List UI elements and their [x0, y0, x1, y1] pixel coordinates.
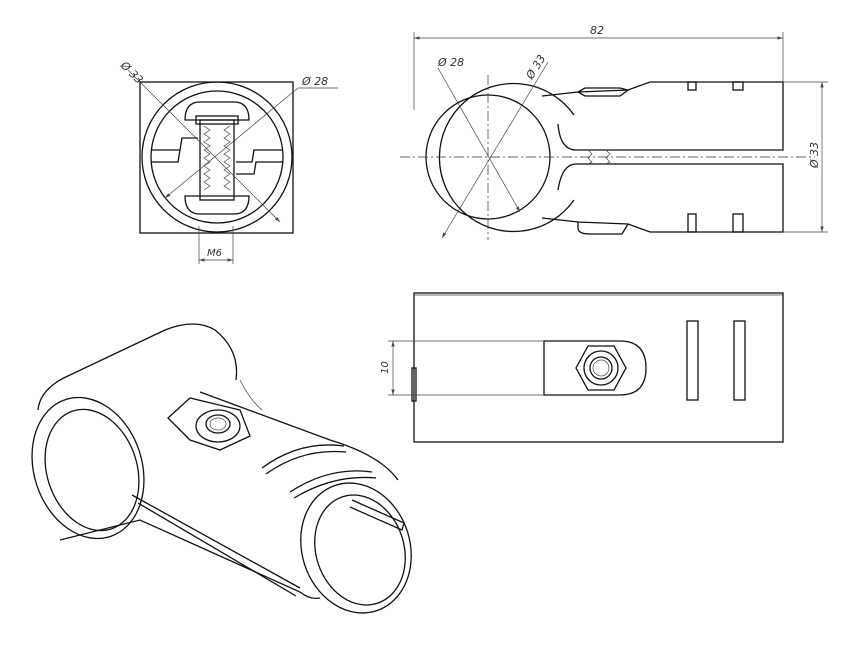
- iso-seam: [239, 379, 263, 411]
- top-view-screw-hole: [589, 356, 613, 380]
- side-view-height-label: Ø 33: [808, 142, 821, 169]
- front-view-screw-head: [195, 115, 239, 125]
- side-view-slot-1: [687, 81, 697, 91]
- top-view: 10: [380, 292, 784, 443]
- iso-cross-tube-top: [37, 323, 238, 411]
- side-view-length-label: 82: [590, 24, 604, 37]
- iso-nut: [195, 409, 241, 443]
- iso-arm-split: [349, 499, 405, 531]
- side-view-od-leader: [441, 61, 549, 239]
- front-view: Ø 33 Ø 28 M6: [117, 58, 338, 264]
- side-view-id-label: Ø 28: [437, 56, 464, 69]
- side-view-slot-2: [732, 81, 744, 91]
- side-view-slot-4: [732, 213, 744, 233]
- front-view-id-leader: [164, 87, 299, 199]
- top-view-outline: [413, 292, 784, 443]
- side-view-screw-foot: [577, 222, 629, 235]
- side-view-upper-body: [541, 81, 784, 151]
- front-view-top-slot: [184, 101, 250, 121]
- top-view-notch: [411, 367, 417, 402]
- iso-arm-lower-body: [59, 519, 321, 600]
- iso-arm-end-outer: [300, 482, 412, 614]
- iso-arm-slot-2: [289, 470, 377, 499]
- front-view-bottom-slot: [184, 195, 250, 215]
- side-view-slot-3: [687, 213, 697, 233]
- top-view-slot-1: [686, 320, 699, 401]
- side-view-thread: [587, 149, 611, 165]
- front-view-inner-circle: [150, 90, 284, 224]
- top-view-width-label: 10: [380, 361, 391, 374]
- front-view-outer-circle: [141, 81, 293, 233]
- side-view-id-leader: [437, 67, 521, 213]
- front-view-od-leader: [127, 69, 281, 223]
- iso-cross-tube-end-inner: [44, 408, 140, 532]
- front-view-screw-body: [199, 119, 235, 201]
- front-view-split-left: [151, 137, 198, 163]
- side-view: 82 Ø 28 Ø 33 Ø 33: [400, 24, 828, 240]
- front-view-thread-label: M6: [207, 248, 222, 259]
- iso-nut-hole-outer: [205, 414, 231, 434]
- isometric-view: [31, 323, 412, 614]
- side-view-lower-body: [541, 163, 784, 233]
- top-view-hex-nut: [575, 345, 627, 391]
- top-view-nut-pad: [543, 340, 647, 396]
- iso-arm-slot-1: [261, 444, 347, 475]
- side-view-nut: [576, 87, 630, 97]
- iso-nut-pad: [167, 397, 251, 451]
- iso-arm-top: [199, 391, 399, 481]
- iso-arm-bottom: [131, 494, 301, 597]
- front-view-id-label: Ø 28: [301, 75, 328, 88]
- iso-cross-tube-end-outer: [31, 396, 145, 540]
- top-view-washer: [583, 350, 619, 386]
- iso-arm-end-inner: [314, 494, 406, 606]
- front-view-screw-thread: [203, 125, 231, 191]
- top-view-slot-2: [733, 320, 746, 401]
- iso-nut-hole-inner: [209, 417, 227, 431]
- side-view-outer-arc: [438, 82, 575, 233]
- front-view-split-right: [236, 149, 283, 175]
